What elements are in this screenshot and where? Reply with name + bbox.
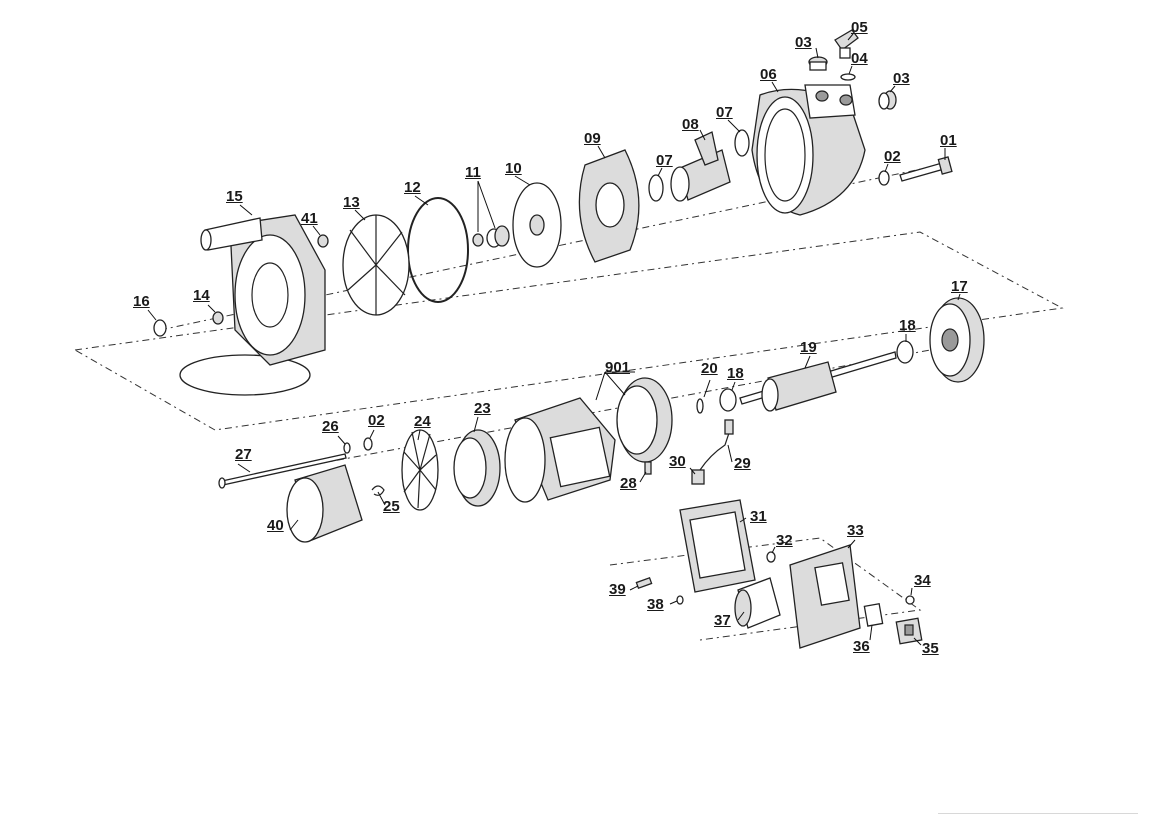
part-label-01: 01 (940, 132, 957, 149)
part-label-901: 901 (605, 359, 631, 376)
end-cap-17 (929, 297, 985, 383)
part-label-41: 41 (301, 210, 318, 227)
terminal-box-31 (679, 499, 756, 593)
part-label-38: 38 (647, 596, 664, 613)
part-label-32: 32 (776, 532, 793, 549)
switch-35 (895, 617, 923, 645)
o-ring-07-right (734, 129, 750, 157)
part-label-39: 39 (609, 581, 626, 598)
stator-901 (616, 377, 673, 463)
part-label-05: 05 (851, 19, 868, 36)
clip-28 (644, 461, 652, 475)
bolt-01 (899, 156, 953, 182)
o-ring-04 (840, 73, 856, 81)
nozzle-08 (670, 131, 731, 202)
part-label-31: 31 (750, 508, 767, 525)
part-label-03-right: 03 (893, 70, 910, 87)
part-label-28: 28 (620, 475, 637, 492)
part-label-10: 10 (505, 160, 522, 177)
part-label-34: 34 (914, 572, 931, 589)
capacitor-37 (734, 577, 781, 629)
bearing-18-right (896, 340, 914, 364)
plug-03-right (878, 90, 897, 110)
part-label-18-left: 18 (727, 365, 744, 382)
part-label-09: 09 (584, 130, 601, 147)
clamp-39 (635, 576, 653, 590)
screw-34 (905, 595, 915, 605)
cable-29 (699, 429, 731, 471)
part-label-02-lower: 02 (368, 412, 385, 429)
part-label-02: 02 (884, 148, 901, 165)
gasket-ring-12 (407, 197, 469, 303)
pump-housing-06 (751, 84, 866, 216)
tie-rod-27 (218, 453, 347, 489)
washer-16 (153, 319, 167, 337)
diffuser-plate-09 (578, 149, 640, 263)
part-label-06: 06 (760, 66, 777, 83)
part-label-19: 19 (800, 339, 817, 356)
part-label-07-left: 07 (656, 152, 673, 169)
part-label-08: 08 (682, 116, 699, 133)
washer-02 (878, 170, 890, 186)
seal-11 (472, 225, 510, 248)
fan-cover-40 (286, 464, 363, 543)
part-label-30: 30 (669, 453, 686, 470)
o-ring-07-left (648, 174, 664, 202)
nut-14 (212, 311, 224, 325)
leader-lines (147, 33, 961, 646)
frame-36 (863, 603, 884, 627)
part-label-15: 15 (226, 188, 243, 205)
part-label-17: 17 (951, 278, 968, 295)
part-label-04: 04 (851, 50, 868, 67)
impeller-10 (512, 182, 562, 268)
flange-base-15 (179, 214, 326, 396)
end-shield-23 (453, 429, 501, 507)
part-label-36: 36 (853, 638, 870, 655)
upper-assembly-boundary (73, 231, 1064, 431)
part-label-14: 14 (193, 287, 210, 304)
washer-20 (696, 398, 704, 414)
part-label-37: 37 (714, 612, 731, 629)
part-label-13: 13 (343, 194, 360, 211)
rotor-19 (739, 351, 897, 412)
part-label-11: 11 (465, 164, 481, 181)
part-label-18-right: 18 (899, 317, 916, 334)
bottom-rule (938, 813, 1138, 814)
washer-26 (343, 442, 351, 454)
part-label-27: 27 (235, 446, 252, 463)
part-label-12: 12 (404, 179, 421, 196)
part-label-35: 35 (922, 640, 939, 657)
part-label-03-top: 03 (795, 34, 812, 51)
part-label-25: 25 (383, 498, 400, 515)
part-label-29: 29 (734, 455, 751, 472)
part-label-20: 20 (701, 360, 718, 377)
screw-38 (676, 595, 684, 605)
plug-03-top (808, 56, 828, 71)
washer-02-lower (363, 437, 373, 451)
part-label-40: 40 (267, 517, 284, 534)
clip-25 (371, 485, 385, 496)
bearing-18-left (719, 388, 737, 412)
part-label-16: 16 (133, 293, 150, 310)
part-label-24: 24 (414, 413, 431, 430)
part-label-26: 26 (322, 418, 339, 435)
screw-32 (766, 551, 776, 563)
motor-housing (504, 397, 616, 503)
lid-33 (789, 544, 861, 649)
fan-24 (401, 429, 439, 511)
part-label-23: 23 (474, 400, 491, 417)
nut-41 (317, 234, 329, 248)
part-label-33: 33 (847, 522, 864, 539)
part-label-07-right: 07 (716, 104, 733, 121)
disc-13 (342, 214, 410, 316)
